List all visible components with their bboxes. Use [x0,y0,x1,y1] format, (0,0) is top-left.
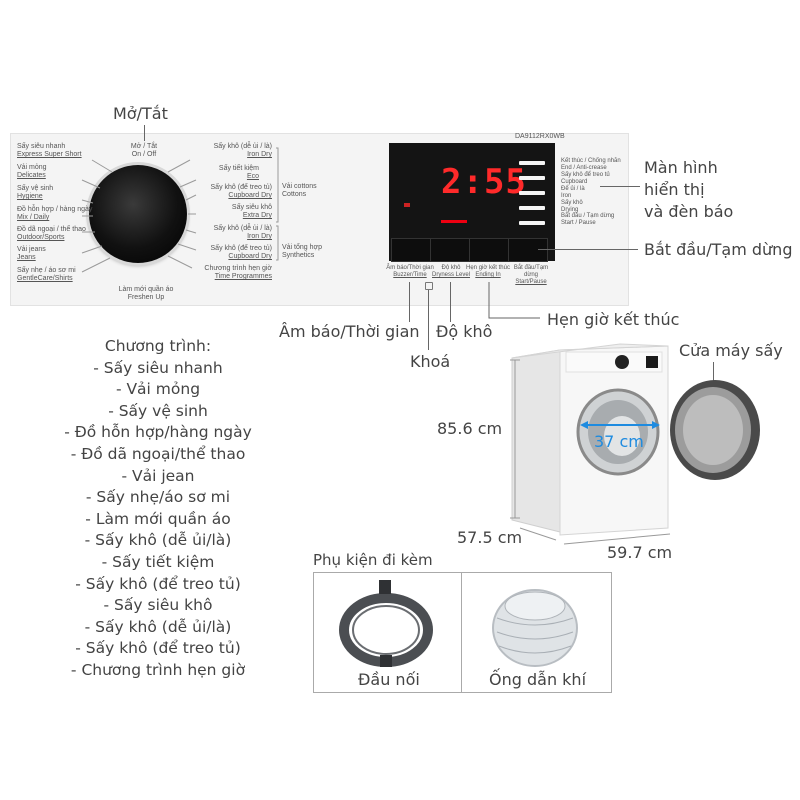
buzzer-time-leader [409,282,410,322]
drum-diameter-label: 37 cm [594,432,644,451]
power-callout: Mở/Tắt [113,104,168,123]
dryness-leader [450,282,451,322]
program-selector-knob[interactable] [89,165,187,263]
end-time-callout: Hẹn giờ kết thúc [547,310,680,329]
power-leader [144,125,145,141]
program-item: - Vải mỏng [115,380,201,399]
program-item: - Sấy khô (để treo tủ) [75,574,241,593]
start-pause-leader [538,249,638,250]
dryness-bar-led [441,220,467,223]
display-callout: Màn hình hiển thị và đèn báo [644,158,734,221]
program-item: - Làm mới quần áo [85,509,231,528]
accessories-divider [461,572,462,692]
model-number: DA9112RX0WB [515,133,565,140]
dryness-button[interactable] [430,238,470,262]
program-item: - Chương trình hẹn giờ [70,660,246,679]
air-hose-image [492,589,578,667]
program-list-heading: Chương trình: [104,337,212,355]
accessory-connector-label: Đầu nối [358,670,420,689]
program-item: - Sấy vệ sinh [108,401,208,420]
lock-icon [425,282,433,290]
lock-callout: Khoá [410,352,451,371]
door-leader [713,362,714,386]
accessories-title: Phụ kiện đi kèm [313,551,433,569]
program-item: - Sấy nhẹ/áo sơ mi [85,488,231,507]
program-item: - Sấy siêu nhanh [93,358,223,377]
start-pause-button[interactable] [508,238,548,262]
panel-right-program-1: Sấy khô (dễ ủi / là)Iron Dry [213,143,272,158]
indicator-led [404,203,410,207]
program-item: - Sấy khô (dễ ủi/là) [84,617,232,636]
display-digits: 2:55 [441,162,527,202]
program-item: - Đồ dã ngoại/thể thao [70,444,246,463]
buzzer-time-button[interactable] [391,238,431,262]
ending-in-button[interactable] [469,238,509,262]
accessory-hose-label: Ống dẫn khí [489,670,587,689]
program-list: Chương trình: - Sấy siêu nhanh - Vải mỏn… [40,336,276,682]
accessories-box [313,572,612,693]
connector-image [339,580,433,667]
led-indicator-1 [519,161,545,165]
lock-leader [428,290,429,350]
panel-right-program-3: Sấy khô (để treo tủ)Cupboard Dry [210,184,272,199]
width-dimension-label: 59.7 cm [607,543,673,562]
depth-dimension-label: 57.5 cm [457,528,523,547]
panel-right-program-6: Sấy khô (để treo tủ)Cupboard Dry [210,245,272,260]
program-item: - Sấy khô (để treo tủ) [75,639,241,658]
led-indicator-5 [519,221,545,225]
start-pause-callout: Bắt đầu/Tạm dừng [644,240,793,259]
panel-right-program-5: Sấy khô (dễ ủi / là)Iron Dry [213,225,272,240]
display-leader [600,186,640,187]
height-dimension-label: 85.6 cm [437,419,503,438]
program-item: - Sấy khô (dễ ủi/là) [84,531,232,550]
buzzer-time-callout: Âm báo/Thời gian [279,322,420,341]
door-callout: Cửa máy sấy [679,341,783,360]
led-indicator-4 [519,206,545,210]
program-item: - Vải jean [121,466,195,485]
program-item: - Sấy siêu khô [103,596,213,615]
program-item: - Đồ hỗn hợp/hàng ngày [64,423,252,442]
led-indicator-2 [519,176,545,180]
dryness-callout: Độ khô [436,322,493,341]
program-item: - Sấy tiết kiệm [101,552,215,571]
led-indicator-3 [519,191,545,195]
